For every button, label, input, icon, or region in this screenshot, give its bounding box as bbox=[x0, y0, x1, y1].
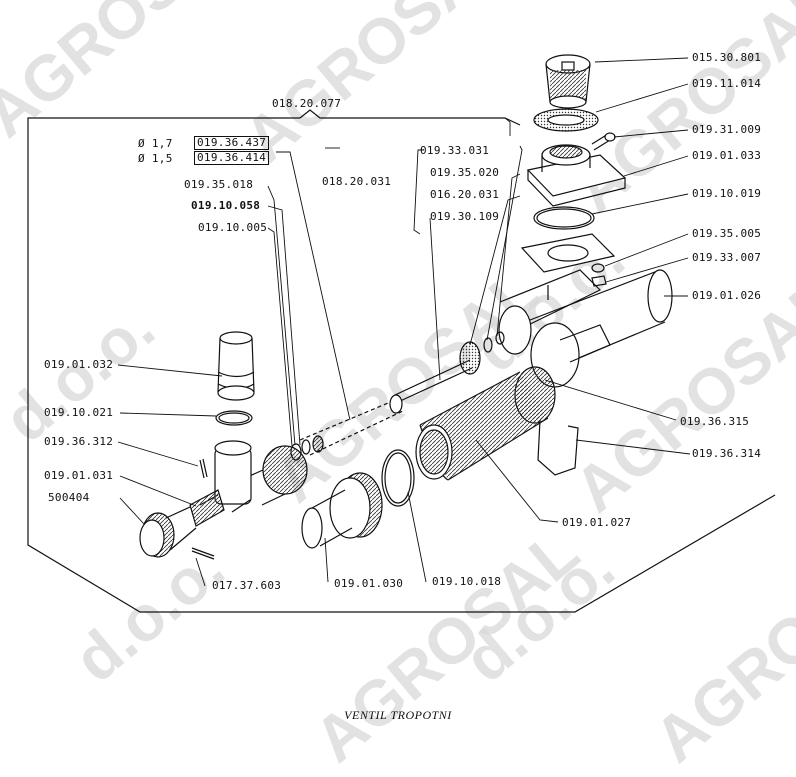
part-label-019-36-414: 019.36.414 bbox=[194, 151, 270, 165]
shaft-parts bbox=[299, 331, 505, 456]
part-label-019-11-014: 019.11.014 bbox=[692, 77, 762, 90]
part-019-01-033 bbox=[526, 144, 627, 207]
part-label-019-36-437: 019.36.437 bbox=[194, 136, 270, 150]
valve-body bbox=[199, 440, 308, 513]
part-019-01-032 bbox=[217, 331, 255, 401]
sub-assembly-code: 018.20.031 bbox=[322, 175, 392, 188]
part-label-019-33-031: 019.33.031 bbox=[420, 144, 490, 157]
part-019-01-026 bbox=[498, 269, 673, 388]
part-019-10-021 bbox=[215, 410, 253, 426]
part-label-019-01-030: 019.01.030 bbox=[334, 577, 404, 590]
gasket-plate bbox=[520, 233, 616, 273]
part-label-500404: 500404 bbox=[48, 491, 90, 504]
diameter-label: Ø 1,7 bbox=[138, 137, 173, 150]
diagram-caption: VENTIL TROPOTNI bbox=[344, 708, 452, 722]
part-label-015-30-801: 015.30.801 bbox=[692, 51, 762, 64]
part-019-35-018 bbox=[312, 435, 324, 453]
diameter-label: Ø 1,5 bbox=[138, 152, 173, 165]
part-019-01-027 bbox=[415, 366, 556, 481]
part-label-019-10-018: 019.10.018 bbox=[432, 575, 502, 588]
part-label-019-35-005: 019.35.005 bbox=[692, 227, 762, 240]
part-019-01-031 bbox=[189, 489, 225, 527]
part-500404 bbox=[139, 506, 197, 558]
part-label-019-30-109: 019.30.109 bbox=[430, 210, 500, 223]
exploded-view-drawing bbox=[27, 54, 776, 613]
part-label-019-10-021: 019.10.021 bbox=[44, 406, 114, 419]
part-label-019-01-026: 019.01.026 bbox=[692, 289, 762, 302]
part-label-019-10-005: 019.10.005 bbox=[198, 221, 268, 234]
part-label-019-01-031: 019.01.031 bbox=[44, 469, 114, 482]
part-label-019-01-032: 019.01.032 bbox=[44, 358, 114, 371]
part-019-10-018 bbox=[381, 449, 415, 507]
part-label-019-35-018: 019.35.018 bbox=[184, 178, 254, 191]
assembly-frame-top bbox=[299, 109, 521, 126]
part-019-36-312 bbox=[199, 458, 208, 479]
part-019-35-005 bbox=[591, 263, 605, 273]
part-label-019-35-020: 019.35.020 bbox=[430, 166, 500, 179]
part-label-019-01-033: 019.01.033 bbox=[692, 149, 762, 162]
part-label-016-20-031: 016.20.031 bbox=[430, 188, 500, 201]
part-label-017-37-603: 017.37.603 bbox=[212, 579, 282, 592]
part-019-10-005 bbox=[301, 439, 311, 455]
part-019-01-030 bbox=[301, 472, 383, 549]
part-015-30-801 bbox=[545, 54, 591, 109]
part-label-019-10-019: 019.10.019 bbox=[692, 187, 762, 200]
part-label-019-36-312: 019.36.312 bbox=[44, 435, 114, 448]
part-017-37-603 bbox=[191, 547, 215, 560]
assembly-code: 018.20.077 bbox=[272, 97, 342, 110]
part-label-019-36-315: 019.36.315 bbox=[680, 415, 750, 428]
part-label-019-33-007: 019.33.007 bbox=[692, 251, 762, 264]
assembly-frame bbox=[27, 117, 776, 613]
part-label-019-36-314: 019.36.314 bbox=[692, 447, 762, 460]
part-019-10-019 bbox=[533, 206, 595, 230]
part-label-019-10-058: 019.10.058 bbox=[191, 199, 261, 212]
part-019-36-314 bbox=[537, 419, 579, 476]
part-label-019-31-009: 019.31.009 bbox=[692, 123, 762, 136]
leader-lines bbox=[117, 57, 691, 587]
part-label-019-01-027: 019.01.027 bbox=[562, 516, 632, 529]
